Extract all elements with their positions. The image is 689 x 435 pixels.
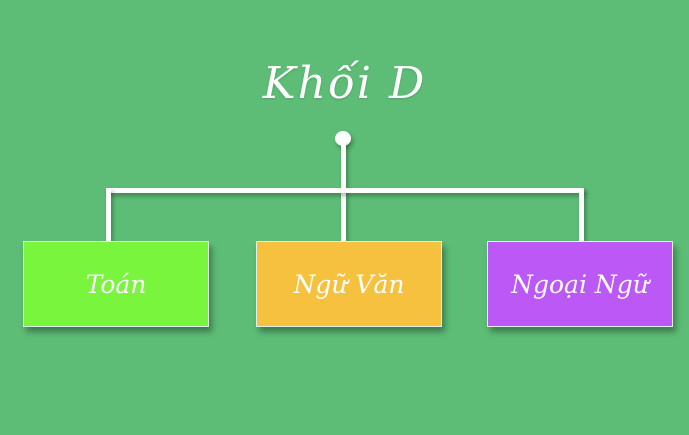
node-ngoai-ngu: Ngoại Ngữ [487,241,673,327]
connector-left-vertical [106,188,111,241]
connector-right-vertical [579,188,584,241]
node-label: Ngoại Ngữ [511,269,649,299]
diagram-title: Khối D [262,58,427,109]
connector-horizontal [106,188,584,193]
node-toan: Toán [23,241,209,327]
node-label: Ngữ Văn [293,269,405,299]
root-node-dot [335,131,351,146]
node-ngu-van: Ngữ Văn [256,241,442,327]
node-label: Toán [85,269,147,299]
